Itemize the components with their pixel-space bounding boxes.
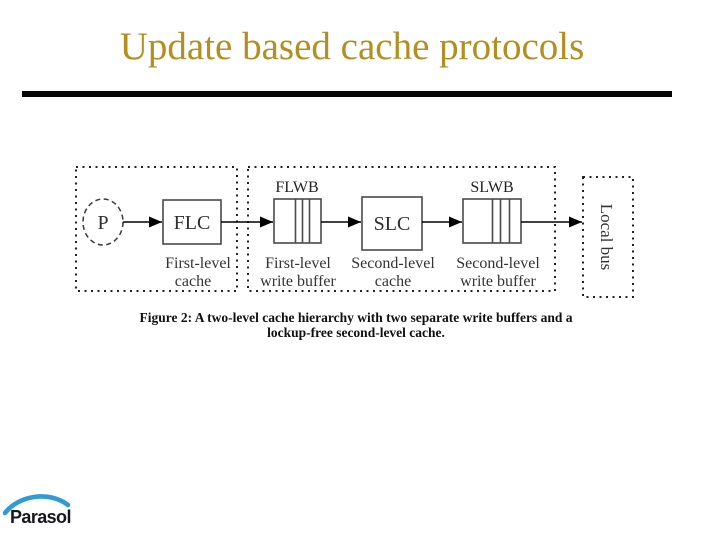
slwb-caption-line1: Second-level — [456, 255, 540, 272]
slc-label: SLC — [374, 213, 411, 235]
title-divider — [22, 91, 672, 97]
cache-hierarchy-diagram: P FLC First-level cache FLWB First-level… — [75, 166, 634, 298]
slwb-buffer-icon — [462, 198, 522, 244]
slc-box — [361, 196, 423, 251]
figure-caption: Figure 2: A two-level cache hierarchy wi… — [60, 310, 652, 340]
first-level-dotted-box — [75, 166, 238, 292]
slc-caption-line2: cache — [375, 273, 411, 290]
flwb-caption-line1: First-level — [265, 255, 331, 272]
parasol-arc-icon — [2, 494, 71, 516]
figure-caption-line2: lockup-free second-level cache. — [267, 325, 445, 340]
parasol-logo: Parasol — [0, 488, 110, 540]
local-bus-dotted-box — [582, 176, 634, 298]
flwb-caption-line2: write buffer — [260, 273, 336, 290]
figure-caption-line1: Figure 2: A two-level cache hierarchy wi… — [139, 310, 573, 325]
cache-hierarchy-figure: P FLC First-level cache FLWB First-level… — [60, 160, 660, 302]
flc-box — [162, 199, 222, 245]
slc-caption-line1: Second-level — [351, 255, 435, 272]
flc-caption-line1: First-level — [165, 255, 231, 272]
page-title: Update based cache protocols — [119, 25, 585, 68]
flwb-label: FLWB — [275, 179, 318, 196]
local-bus-label: Local bus — [597, 204, 616, 271]
parasol-logo-graphic: Parasol — [2, 494, 71, 527]
flc-label: FLC — [174, 212, 211, 234]
slwb-caption-line2: write buffer — [460, 273, 536, 290]
second-level-dotted-box — [247, 166, 556, 292]
flwb-buffer-icon — [273, 198, 322, 244]
parasol-logo-text: Parasol — [10, 507, 71, 527]
slwb-label: SLWB — [470, 179, 513, 196]
processor-label: P — [97, 212, 108, 234]
flc-caption-line2: cache — [175, 273, 211, 290]
